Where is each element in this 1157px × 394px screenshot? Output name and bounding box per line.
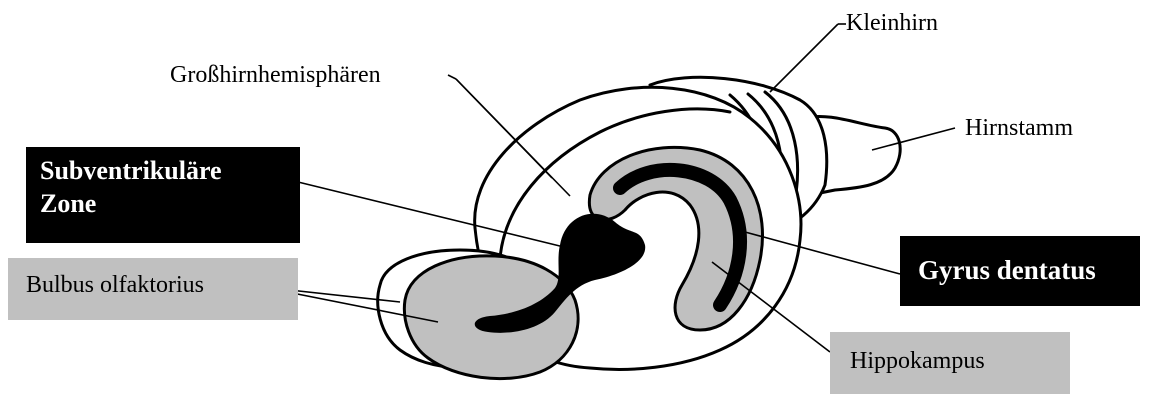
label-kleinhirn: Kleinhirn <box>846 10 938 36</box>
leader-kleinhirn <box>770 24 838 92</box>
label-grosshirnhemispharen: Großhirnhemisphären <box>170 62 381 88</box>
label-gyrus-dentatus: Gyrus dentatus <box>900 236 1140 306</box>
label-hirnstamm: Hirnstamm <box>965 115 1073 141</box>
label-hippokampus-text: Hippokampus <box>850 348 985 374</box>
label-svz-line1: Subventrikuläre <box>40 155 300 188</box>
label-gyrus-text: Gyrus dentatus <box>918 255 1096 285</box>
label-subventrikulare-zone: Subventrikuläre Zone <box>26 147 300 243</box>
label-bulbus-olfaktorius: Bulbus olfaktorius <box>8 258 298 320</box>
label-hippokampus: Hippokampus <box>830 332 1070 394</box>
leader-grosshirn-c <box>448 75 456 79</box>
label-bulbus-text: Bulbus olfaktorius <box>26 272 204 298</box>
label-svz-line2: Zone <box>40 188 300 221</box>
